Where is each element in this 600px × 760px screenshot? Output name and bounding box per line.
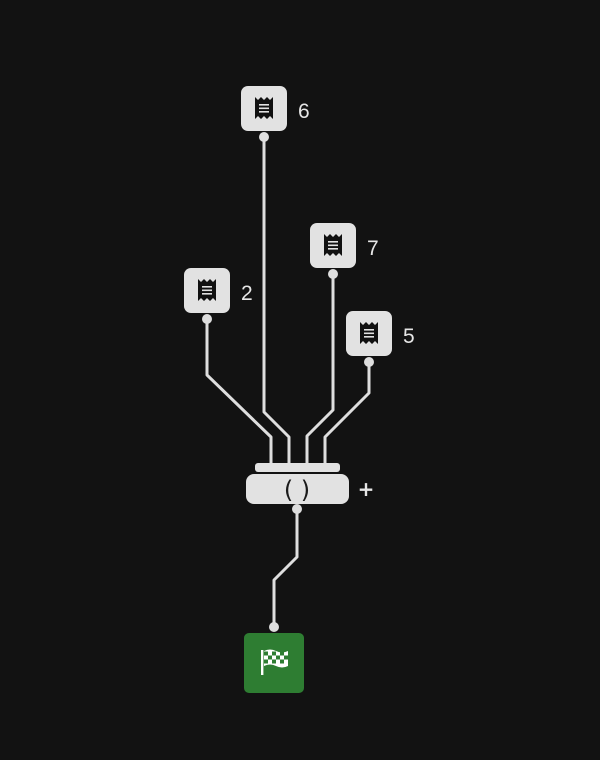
combiner-node[interactable]: ( ) + xyxy=(246,463,374,514)
input-node-5[interactable]: 5 xyxy=(346,311,415,367)
input-node-6-port[interactable] xyxy=(259,132,269,142)
receipt-icon xyxy=(360,322,378,344)
receipt-icon xyxy=(198,279,216,301)
combiner-input-bar[interactable] xyxy=(255,463,340,472)
wire-input-6 xyxy=(262,135,291,465)
combiner-box[interactable] xyxy=(246,474,349,504)
input-node-7-label: 7 xyxy=(367,237,379,260)
output-node[interactable] xyxy=(244,622,304,693)
combiner-symbol: ( ) xyxy=(284,476,310,504)
wire-input-7 xyxy=(305,272,335,465)
checkered-flag-icon xyxy=(261,649,288,675)
wire-input-5 xyxy=(323,360,371,465)
connections xyxy=(205,135,371,629)
combiner-operator: + xyxy=(358,477,375,501)
input-node-6-label: 6 xyxy=(298,100,310,123)
output-node-port[interactable] xyxy=(269,622,279,632)
input-node-5-port[interactable] xyxy=(364,357,374,367)
input-node-2[interactable]: 2 xyxy=(184,268,253,324)
input-node-2-port[interactable] xyxy=(202,314,212,324)
wire-input-2 xyxy=(205,317,273,465)
receipt-icon xyxy=(324,234,342,256)
combiner-output-port[interactable] xyxy=(292,504,302,514)
input-node-7[interactable]: 7 xyxy=(310,223,379,279)
input-node-2-label: 2 xyxy=(241,282,253,305)
input-node-7-port[interactable] xyxy=(328,269,338,279)
wire-output xyxy=(272,507,299,629)
input-node-5-label: 5 xyxy=(403,325,415,348)
receipt-icon xyxy=(255,97,273,119)
input-node-6[interactable]: 6 xyxy=(241,86,310,142)
